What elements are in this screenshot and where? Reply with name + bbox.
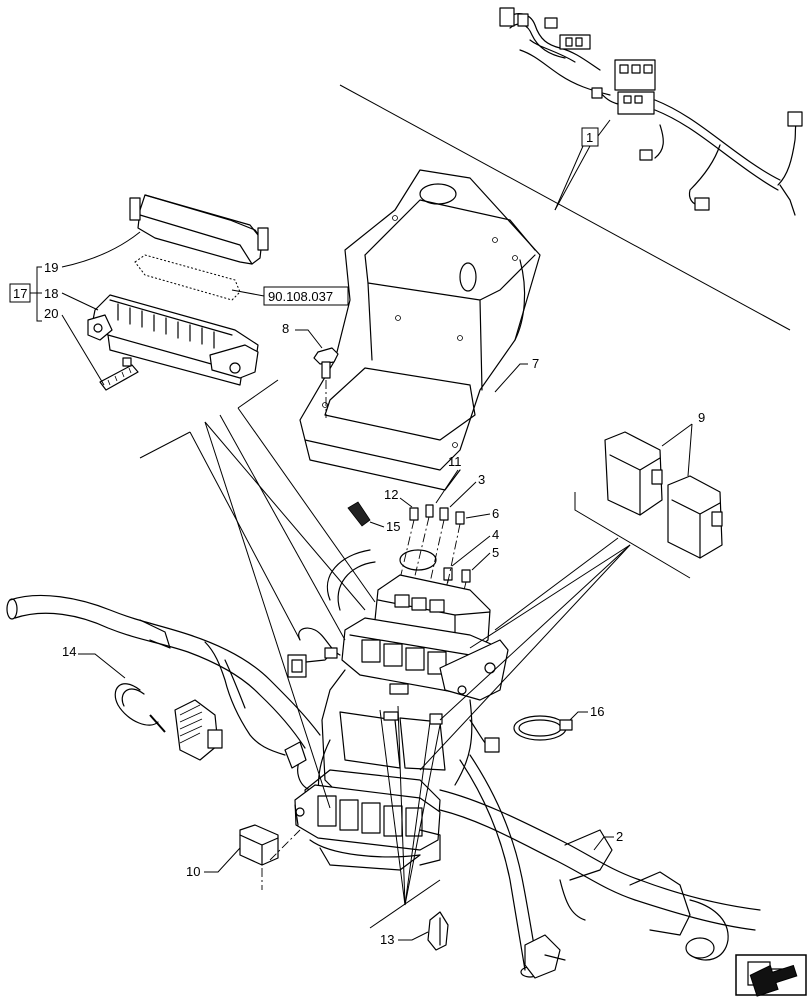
svg-text:19: 19 (44, 260, 58, 275)
callout-1: 1 (554, 119, 611, 211)
connector-13: 13 (380, 911, 449, 951)
svg-text:1: 1 (586, 130, 593, 145)
callout-17-group: 17 19 18 20 (9, 231, 141, 386)
svg-text:5: 5 (492, 545, 499, 560)
svg-text:20: 20 (44, 306, 58, 321)
section-line-relays (574, 492, 691, 579)
relay-10: 10 (186, 824, 301, 890)
mini-fuses (394, 504, 471, 616)
harness-plug (469, 719, 500, 753)
svg-text:3: 3 (478, 472, 485, 487)
svg-text:11: 11 (448, 454, 462, 469)
svg-text:4: 4 (492, 527, 499, 542)
wiring-harness-top (499, 7, 803, 216)
callout-7: 7 (494, 356, 539, 393)
svg-text:17: 17 (13, 286, 27, 301)
svg-text:7: 7 (532, 356, 539, 371)
svg-text:14: 14 (62, 644, 76, 659)
svg-text:12: 12 (384, 487, 398, 502)
svg-text:6: 6 (492, 506, 499, 521)
fuse-puller: 15 (347, 501, 400, 534)
svg-text:8: 8 (282, 321, 289, 336)
mounting-bracket (299, 169, 541, 491)
side-connector (287, 627, 341, 678)
next-page-arrow-icon[interactable] (735, 954, 807, 997)
fuse-bracket (99, 357, 139, 391)
section-fan-right (419, 537, 631, 771)
fuse-box-base (87, 294, 259, 386)
section-line-top (339, 84, 791, 331)
svg-text:15: 15 (386, 519, 400, 534)
svg-text:13: 13 (380, 932, 394, 947)
screw: 8 (282, 321, 339, 418)
svg-text:2: 2 (616, 829, 623, 844)
svg-text:10: 10 (186, 864, 200, 879)
fuse-box-cover (129, 194, 269, 265)
svg-text:16: 16 (590, 704, 604, 719)
svg-text:90.108.037: 90.108.037 (268, 289, 333, 304)
gasket (134, 254, 241, 301)
central-fuse-assembly (284, 549, 509, 871)
callout-2: 2 (593, 829, 623, 851)
relay-pair (604, 431, 723, 559)
main-harness (6, 594, 761, 979)
cable-tie-14: 14 (62, 644, 166, 733)
cable-tie-16: 16 (513, 704, 604, 741)
svg-text:18: 18 (44, 286, 58, 301)
reference-box: 90.108.037 (231, 286, 349, 306)
callout-9: 9 (661, 410, 705, 477)
large-connector (174, 699, 223, 761)
fuse-callouts: 11 3 12 6 4 5 (384, 454, 499, 571)
svg-text:9: 9 (698, 410, 705, 425)
section-fan-bottom (369, 705, 441, 929)
section-fan-left (139, 379, 376, 809)
